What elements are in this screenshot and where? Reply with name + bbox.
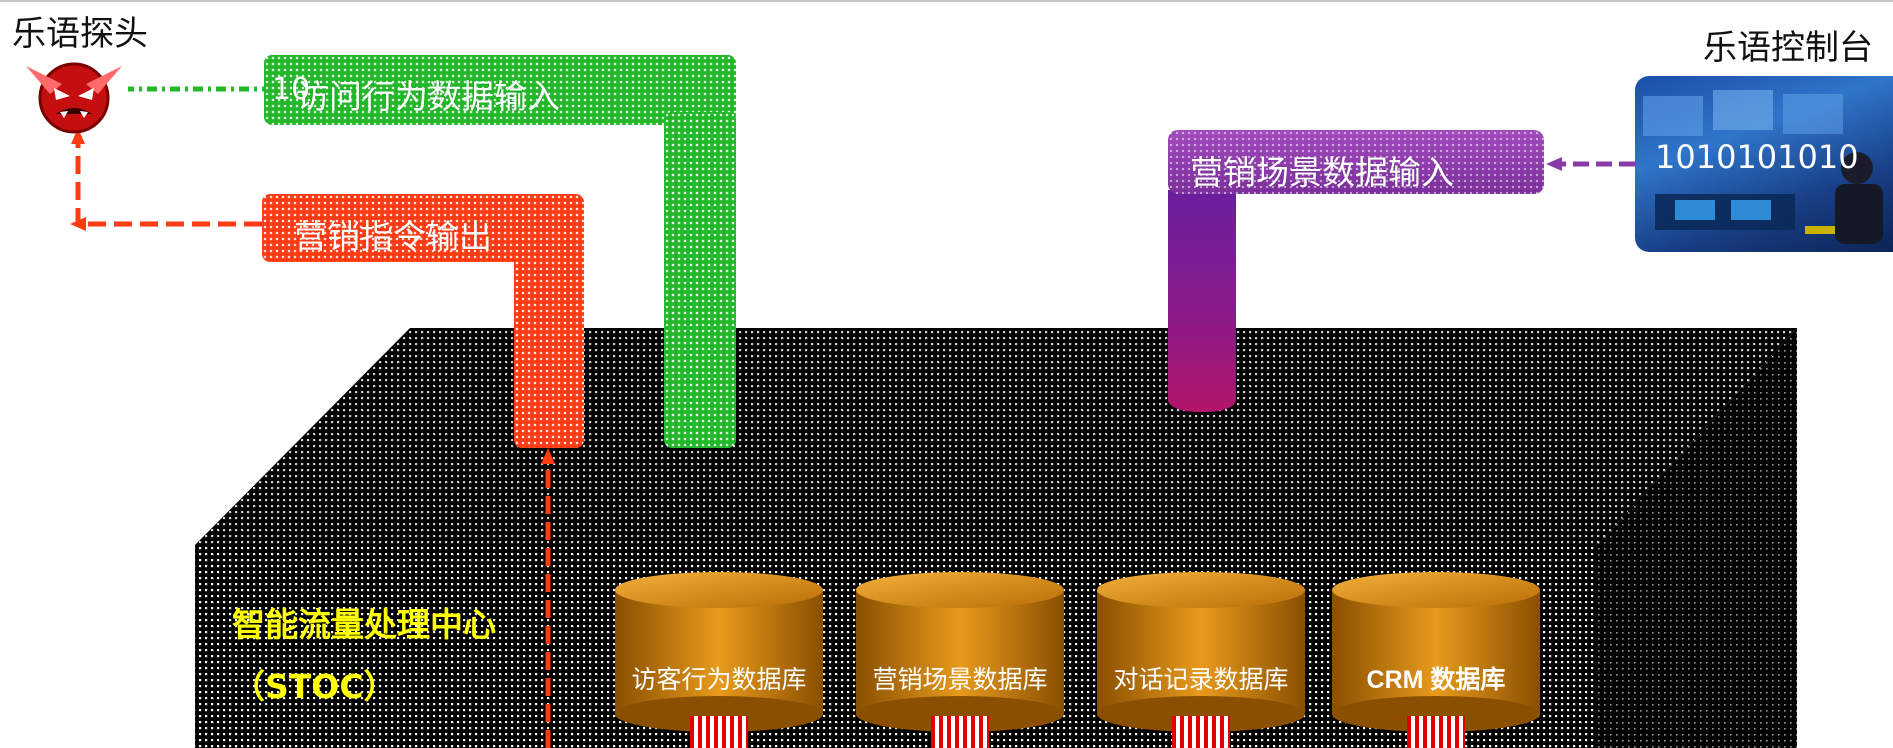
visitor-input-pipe-horizontal: [264, 55, 736, 125]
upward-arrowhead-icon: [541, 448, 555, 464]
console-scene-icon: [1643, 90, 1883, 244]
database-cylinders: [615, 572, 1540, 732]
database-pipe-4: [1407, 716, 1465, 748]
platform-top-face: [195, 328, 1797, 545]
database-pipe-2: [931, 716, 989, 748]
database-visitor: 访客行为数据库: [615, 590, 823, 742]
probe-title: 乐语探头: [12, 14, 148, 54]
signal-bits: 10: [272, 72, 311, 107]
console-binary: 1010101010: [1655, 138, 1859, 176]
database-scene: 营销场景数据库: [856, 590, 1064, 742]
database-dialog: 对话记录数据库: [1097, 590, 1305, 742]
console-title: 乐语控制台: [1703, 28, 1873, 68]
center-code: （STOC）: [232, 667, 397, 706]
output-arrowhead-icon: [71, 128, 85, 144]
scene-input-pipe-vertical: [1168, 190, 1236, 412]
visitor-input-pipe-vertical: [664, 112, 736, 448]
console-operator-image: 1010101010: [1635, 76, 1893, 252]
probe-mascot-icon: [26, 62, 122, 134]
database-pipe-1: [690, 716, 748, 748]
scene-input-label: 营销场景数据输入: [1190, 153, 1454, 192]
output-arrow: [75, 140, 262, 227]
top-rule: [0, 0, 1893, 2]
database-crm: CRM 数据库: [1332, 590, 1540, 742]
scene-arrowhead-icon: [1546, 157, 1562, 171]
database-pipe-3: [1172, 716, 1230, 748]
marketing-output-pipe-vertical: [514, 248, 584, 448]
visitor-input-label: 访问行为数据输入: [296, 77, 560, 116]
database-label: CRM 数据库: [1366, 666, 1506, 694]
scene-input-pipe-horizontal: [1168, 130, 1544, 194]
marketing-output-label: 营销指令输出: [294, 217, 492, 256]
database-label: 对话记录数据库: [1113, 665, 1289, 694]
database-label: 营销场景数据库: [872, 665, 1048, 694]
output-arrowhead-left-icon: [70, 217, 86, 231]
database-label: 访客行为数据库: [631, 665, 807, 694]
platform-side-face: [1597, 328, 1797, 748]
center-name: 智能流量处理中心: [232, 605, 496, 644]
